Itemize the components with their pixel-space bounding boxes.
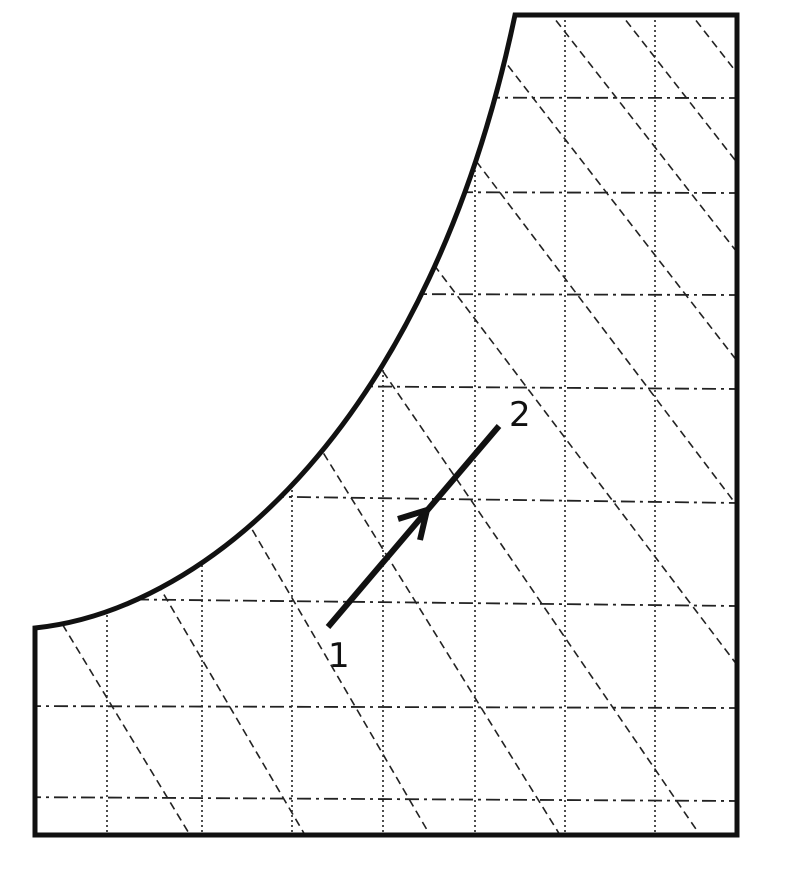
horizontal-line-1 (35, 796, 737, 802)
horizontal-line-3 (35, 597, 737, 607)
diagonal-line-9 (539, 15, 737, 641)
horizontal-line-2 (35, 705, 737, 709)
horizontal-line-7 (35, 190, 737, 194)
point-2-label: 2 (509, 395, 531, 435)
horizontal-line-5 (35, 383, 737, 390)
direction-arrow-icon (397, 505, 432, 541)
horizontal-dashdot-lines (35, 96, 737, 802)
process-path (325, 424, 502, 629)
point-1-label: 1 (328, 636, 350, 676)
horizontal-line-8 (35, 96, 737, 99)
diagonal-line-5 (316, 274, 701, 835)
horizontal-line-6 (35, 292, 737, 296)
diagonal-line-1 (35, 479, 191, 835)
process-line (325, 424, 502, 629)
diagonal-line-10 (609, 15, 737, 641)
diagonal-line-3 (199, 439, 431, 835)
chart-boundary (32, 12, 740, 838)
vertical-dotted-lines (106, 15, 656, 835)
horizontal-line-4 (35, 492, 737, 504)
